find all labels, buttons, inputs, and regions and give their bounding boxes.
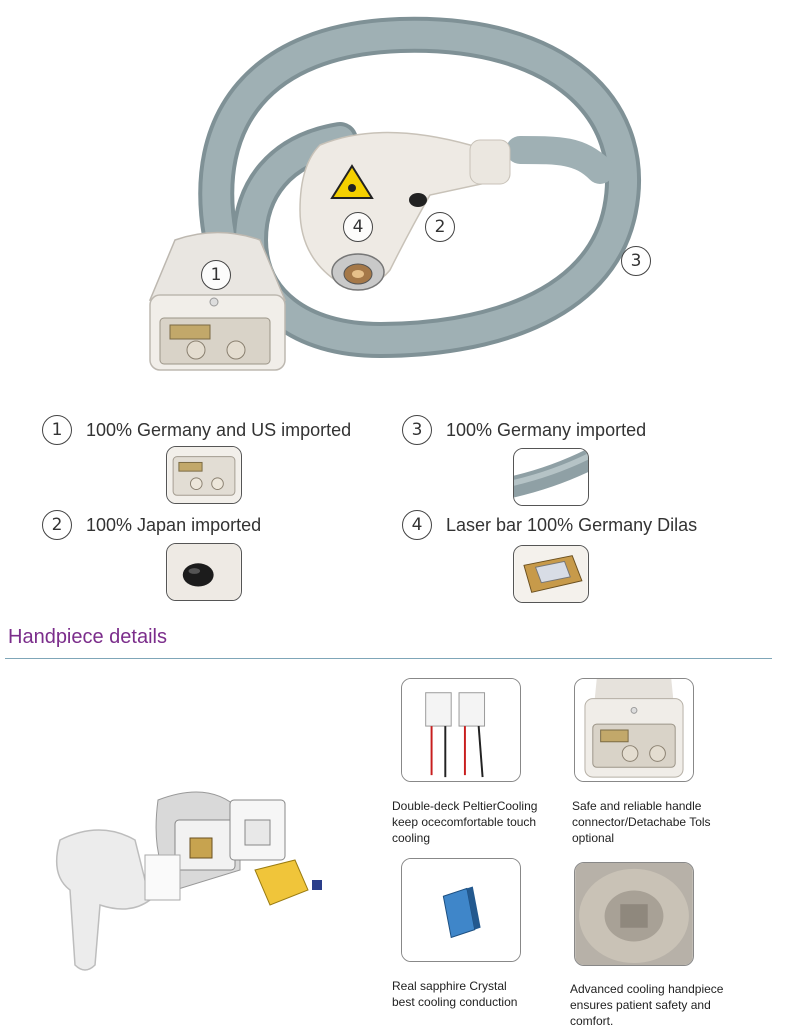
legend-item-3: 3 100% Germany imported	[402, 415, 646, 445]
legend-badge: 4	[402, 510, 432, 540]
detail-card-cooling-tip	[574, 862, 694, 966]
legend-text: Laser bar 100% Germany Dilas	[446, 514, 698, 535]
detail-caption-sapphire: Real sapphire Crystal best cooling condu…	[392, 979, 518, 1009]
badge-3: 3	[621, 246, 651, 276]
handpiece-illustration	[148, 16, 641, 371]
laser-warning-icon	[330, 164, 374, 199]
legend-item-1: 1 100% Germany and US imported	[42, 415, 351, 445]
exploded-view-image	[40, 780, 340, 980]
detail-caption-connector: Safe and reliable handle connector/Detac…	[572, 799, 711, 845]
legend-badge: 2	[42, 510, 72, 540]
detail-card-sapphire	[401, 858, 521, 962]
detail-caption-peltier: Double-deck PeltierCooling keep ocecomfo…	[392, 799, 538, 845]
product-hero-image	[0, 0, 790, 400]
detail-card-connector	[574, 678, 694, 782]
trigger-button-icon	[409, 193, 427, 207]
legend-item-4: 4 Laser bar 100% Germany Dilas	[402, 510, 697, 540]
thumb-button	[166, 543, 242, 601]
section-divider	[5, 658, 772, 659]
badge-4: 4	[343, 212, 373, 242]
badge-2: 2	[425, 212, 455, 242]
thumb-laser-bar	[513, 545, 589, 603]
badge-1: 1	[201, 260, 231, 290]
detail-card-peltier	[401, 678, 521, 782]
legend-text: 100% Germany imported	[446, 419, 647, 440]
legend-badge: 3	[402, 415, 432, 445]
section-title: Handpiece details	[8, 626, 167, 648]
thumb-cable	[513, 448, 589, 506]
legend-badge: 1	[42, 415, 72, 445]
detail-caption-cooling-tip: Advanced cooling handpiece ensures patie…	[570, 982, 724, 1028]
legend-text: 100% Japan imported	[86, 514, 262, 535]
legend-item-2: 2 100% Japan imported	[42, 510, 261, 540]
thumb-connector	[166, 446, 242, 504]
legend-text: 100% Germany and US imported	[86, 419, 352, 440]
